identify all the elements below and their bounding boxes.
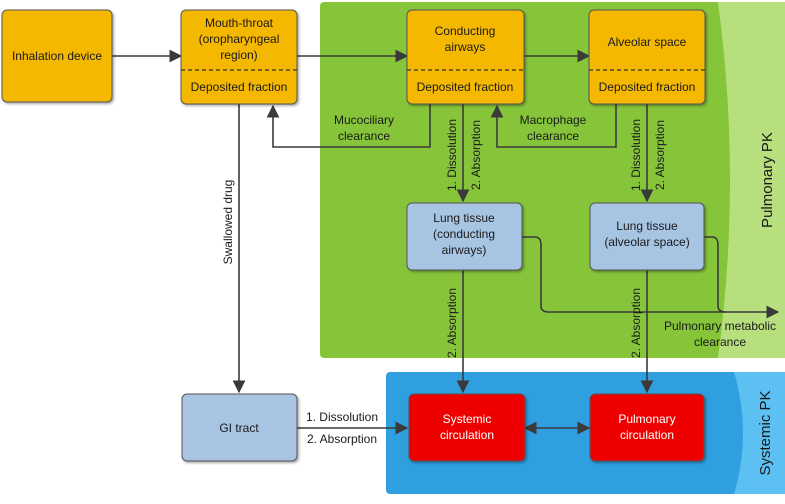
pulmonary-pk-label: Pulmonary PK	[759, 132, 776, 228]
gi-tract-label: GI tract	[219, 421, 259, 435]
arrow-metabolic-alveolar	[704, 236, 727, 313]
lung-conducting-label-1: Lung tissue	[433, 211, 495, 225]
conducting-deposited-label: Deposited fraction	[417, 80, 514, 94]
mouth-throat-label-3: region)	[220, 48, 257, 62]
conducting-label-2: airways	[445, 40, 486, 54]
mouth-throat-label-2: (oropharyngeal	[199, 32, 280, 46]
conducting-label-1: Conducting	[435, 24, 496, 38]
pulmonary-circ-label-1: Pulmonary	[618, 412, 675, 426]
arrow-macrophage	[490, 104, 617, 148]
node-pulmonary-circulation: Pulmonary circulation	[589, 393, 705, 462]
node-alveolar-space: Alveolar space Deposited fraction	[588, 9, 706, 105]
alveolar-deposited-label: Deposited fraction	[599, 80, 696, 94]
edge-labels: Mucociliary clearance Macrophage clearan…	[221, 113, 776, 446]
pulmonary-circ-label-2: circulation	[620, 428, 674, 442]
conducting-absorption-label: 2. Absorption	[469, 120, 483, 190]
systemic-circ-label-2: circulation	[440, 428, 494, 442]
alveolar-label: Alveolar space	[608, 35, 687, 49]
systemic-circ-label-1: Systemic	[443, 412, 492, 426]
node-inhalation-device: Inhalation device	[1, 9, 113, 103]
pulmonary-panel-strip	[718, 2, 785, 358]
systemic-panel-strip	[734, 372, 785, 494]
lung-alveolar-absorption-label: 2. Absorption	[629, 288, 643, 358]
lung-conducting-label-3: airways)	[442, 243, 487, 257]
metabolic-label-1: Pulmonary metabolic	[664, 319, 776, 333]
node-systemic-circulation: Systemic circulation	[408, 393, 526, 462]
node-mouth-throat: Mouth-throat (oropharyngeal region) Depo…	[180, 9, 298, 105]
node-conducting-airways: Conducting airways Deposited fraction	[406, 9, 525, 105]
inhalation-label: Inhalation device	[12, 49, 102, 63]
metabolic-label-2: clearance	[694, 335, 746, 349]
mucociliary-label-2: clearance	[338, 129, 390, 143]
gi-dissolution-label: 1. Dissolution	[306, 410, 378, 424]
macrophage-label-2: clearance	[527, 129, 579, 143]
mucociliary-label-1: Mucociliary	[334, 113, 394, 127]
arrow-metabolic-conducting	[522, 236, 780, 319]
conducting-dissolution-label: 1. Dissolution	[445, 119, 459, 191]
arrows	[112, 49, 780, 435]
gi-absorption-label: 2. Absorption	[307, 432, 377, 446]
swallowed-drug-label: Swallowed drug	[221, 180, 235, 265]
node-lung-tissue-conducting: Lung tissue (conducting airways)	[406, 202, 523, 271]
node-gi-tract: GI tract	[181, 393, 298, 462]
lung-alveolar-label-2: (alveolar space)	[604, 235, 689, 249]
arrow-mucociliary	[266, 104, 431, 148]
lung-conducting-absorption-label: 2. Absorption	[445, 288, 459, 358]
systemic-pk-label: Systemic PK	[757, 390, 774, 475]
alveolar-dissolution-label: 1. Dissolution	[629, 119, 643, 191]
lung-alveolar-label-1: Lung tissue	[616, 219, 678, 233]
mouth-throat-label-1: Mouth-throat	[205, 16, 274, 30]
mouth-deposited-label: Deposited fraction	[191, 80, 288, 94]
alveolar-absorption-label: 2. Absorption	[653, 120, 667, 190]
macrophage-label-1: Macrophage	[520, 113, 587, 127]
lung-conducting-label-2: (conducting	[433, 227, 495, 241]
node-lung-tissue-alveolar: Lung tissue (alveolar space)	[589, 202, 705, 271]
